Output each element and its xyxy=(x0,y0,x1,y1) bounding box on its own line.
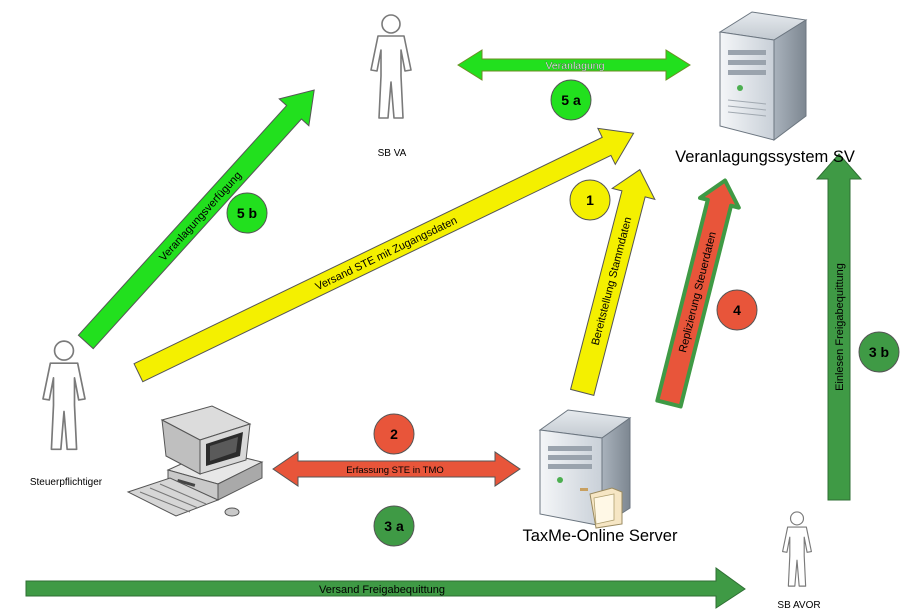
step-3a: 3 a xyxy=(373,505,415,547)
label-versand-freigabe: Versand Freigabequittung xyxy=(319,584,445,596)
step-1-label: 1 xyxy=(586,192,594,208)
label-sb-va: SB VA xyxy=(378,148,407,159)
computer-icon xyxy=(126,405,264,517)
label-steuerpflichtiger: Steuerpflichtiger xyxy=(30,477,103,488)
person-steuerpflichtiger-icon xyxy=(42,340,86,451)
label-versand-ste: Versand STE mit Zugangsdaten xyxy=(314,215,460,294)
step-3a-label: 3 a xyxy=(384,518,404,534)
step-2: 2 xyxy=(373,413,415,455)
label-veranlagungssystem: Veranlagungssystem SV xyxy=(675,148,855,166)
step-4-label: 4 xyxy=(733,302,741,318)
arrow-versand-freigabe: Versand Freigabequittung xyxy=(25,567,746,609)
step-5a-label: 5 a xyxy=(561,92,581,108)
step-4: 4 xyxy=(716,289,758,331)
server-veranlagungssystem-icon xyxy=(718,11,808,141)
step-1: 1 xyxy=(569,179,611,221)
step-2-label: 2 xyxy=(390,426,398,442)
arrow-einlesen: Einlesen Freigabequittung xyxy=(815,153,863,501)
label-veranlagung: Veranlagung xyxy=(546,60,605,72)
arrow-erfassung: Erfassung STE in TMO xyxy=(272,451,521,487)
person-sb-va-icon xyxy=(370,14,412,119)
step-3b-label: 3 b xyxy=(869,344,889,360)
server-taxme-icon xyxy=(538,409,632,529)
person-sb-avor-icon xyxy=(782,511,812,587)
arrow-veranlagungsverfuegung: Veranlagungsverfügung xyxy=(77,89,315,350)
label-erfassung: Erfassung STE in TMO xyxy=(346,465,444,476)
label-taxme-server: TaxMe-Online Server xyxy=(523,527,678,545)
step-3b: 3 b xyxy=(858,331,900,373)
label-sb-avor: SB AVOR xyxy=(777,600,820,611)
arrow-veranlagung: Veranlagung xyxy=(457,49,691,81)
step-5a: 5 a xyxy=(550,79,592,121)
step-5b-label: 5 b xyxy=(237,205,257,221)
step-5b: 5 b xyxy=(226,192,268,234)
label-einlesen: Einlesen Freigabequittung xyxy=(834,263,846,391)
